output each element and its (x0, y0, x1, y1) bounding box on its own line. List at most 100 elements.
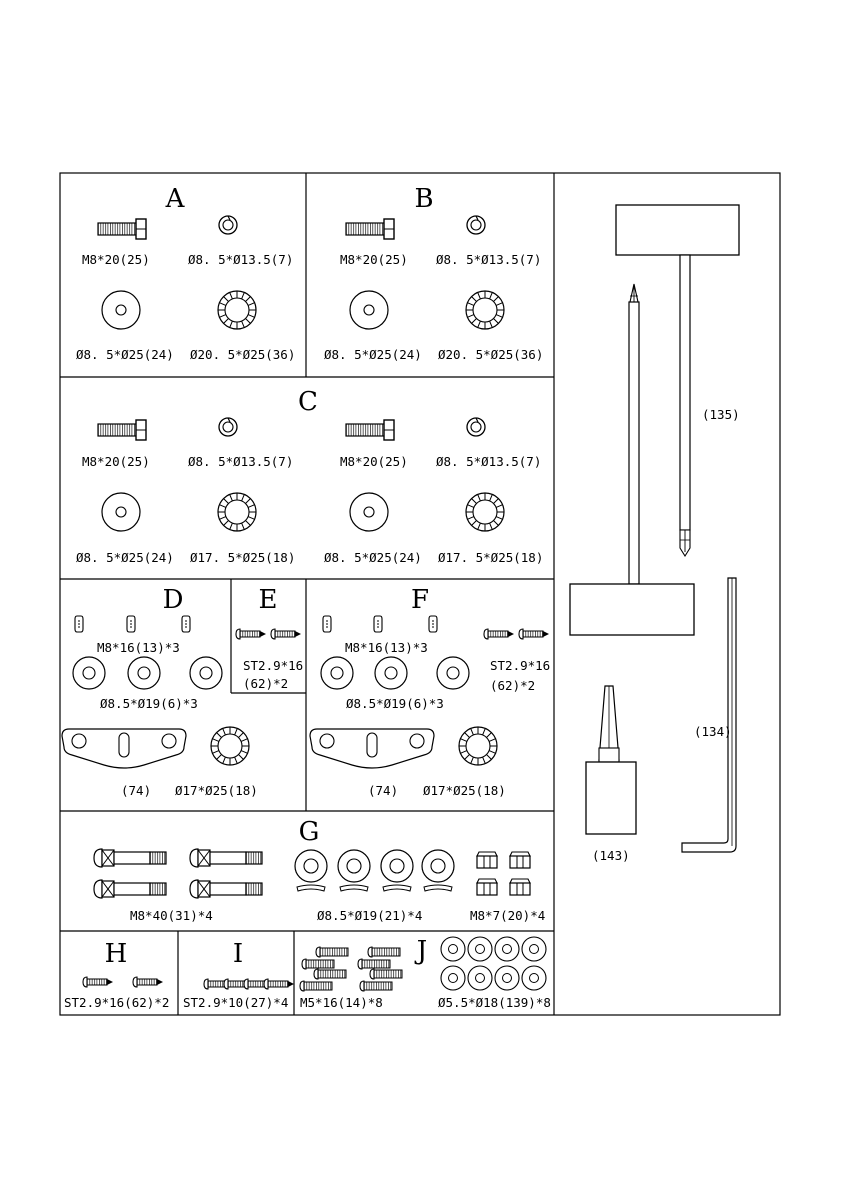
long-bolt-icon (189, 848, 263, 868)
washer-icon (521, 965, 547, 991)
screw-icon (483, 628, 515, 640)
part-label: Ø8. 5*Ø25(24) (324, 550, 422, 565)
small-bolt-icon (322, 615, 332, 633)
part-label: Ø17*Ø25(18) (423, 783, 506, 798)
part-label: Ø8. 5*Ø13.5(7) (188, 252, 293, 267)
box-g: G M8*40(31)*4 Ø8.5*Ø19(21)*4 M8*7(20)*4 (93, 817, 545, 923)
bolt-icon (97, 419, 147, 441)
part-label: M8*7(20)*4 (470, 908, 545, 923)
part-label: Ø8.5*Ø19(21)*4 (317, 908, 422, 923)
part-label: (74) (121, 783, 151, 798)
lock-washer-icon (218, 215, 238, 235)
box-letter: E (259, 585, 278, 615)
screwdriver-icon (615, 204, 740, 558)
small-bolt-icon (126, 615, 136, 633)
lock-washer-icon (466, 215, 486, 235)
bolt-icon (345, 419, 395, 441)
box-letter: C (298, 387, 318, 417)
small-screw-icon (315, 946, 349, 958)
part-label: ST2.9*16 (490, 658, 550, 673)
serrated-washer-icon (217, 492, 257, 532)
box-i: I ST2.9*10(27)*4 (183, 939, 295, 1010)
small-screw-icon (299, 980, 333, 992)
mounting-plate-icon (309, 728, 435, 769)
screw-icon (132, 976, 164, 988)
long-bolt-icon (93, 848, 167, 868)
box-letter: J (414, 936, 427, 966)
screw-icon (270, 628, 302, 640)
part-label: ST2.9*16(62)*2 (64, 995, 169, 1010)
part-label: ST2.9*16 (243, 658, 303, 673)
part-label: M8*20(25) (340, 252, 408, 267)
tool-label: (143) (592, 848, 630, 863)
part-label: Ø20. 5*Ø25(36) (190, 347, 295, 362)
part-label: (74) (368, 783, 398, 798)
small-bolt-icon (74, 615, 84, 633)
flat-washer-icon (320, 656, 354, 690)
box-j: J M5*16(14)*8 Ø5.5*Ø18(139)*8 (299, 936, 551, 1010)
serrated-washer-icon (465, 290, 505, 330)
small-bolt-icon (181, 615, 191, 633)
small-bolt-icon (373, 615, 383, 633)
box-e: E ST2.9*16 (62)*2 (235, 585, 303, 691)
long-bolt-icon (189, 879, 263, 899)
part-label: M8*16(13)*3 (97, 640, 180, 655)
washer-icon (440, 936, 466, 962)
small-screw-icon (313, 968, 347, 980)
glue-bottle-icon (585, 685, 637, 835)
part-label: (62)*2 (243, 676, 288, 691)
part-label: ST2.9*10(27)*4 (183, 995, 288, 1010)
part-label: Ø8. 5*Ø13.5(7) (188, 454, 293, 469)
flat-washer-icon (349, 290, 389, 330)
screw-icon (263, 978, 295, 990)
box-letter: G (299, 817, 320, 847)
lock-washer-icon (466, 417, 486, 437)
part-label: Ø17. 5*Ø25(18) (438, 550, 543, 565)
flat-washer-icon (101, 492, 141, 532)
part-label: M5*16(14)*8 (300, 995, 383, 1010)
part-label: M8*20(25) (82, 454, 150, 469)
part-label: M8*20(25) (82, 252, 150, 267)
part-label: Ø8.5*Ø19(6)*3 (346, 696, 444, 711)
nut-icon (476, 878, 498, 896)
small-screw-icon (369, 968, 403, 980)
box-letter: D (163, 585, 184, 615)
washer-icon (467, 965, 493, 991)
washer-icon (467, 936, 493, 962)
small-bolt-icon (428, 615, 438, 633)
washer-icon (421, 849, 455, 892)
serrated-washer-icon (210, 726, 250, 766)
small-screw-icon (301, 958, 335, 970)
mounting-plate-icon (61, 728, 187, 769)
washer-icon (337, 849, 371, 892)
screw-icon (235, 628, 267, 640)
box-letter: B (414, 184, 433, 214)
serrated-washer-icon (217, 290, 257, 330)
part-label: M8*16(13)*3 (345, 640, 428, 655)
lock-washer-icon (218, 417, 238, 437)
part-label: Ø8. 5*Ø13.5(7) (436, 454, 541, 469)
flat-washer-icon (101, 290, 141, 330)
allen-key-icon (681, 577, 737, 853)
box-letter: F (411, 585, 429, 615)
part-label: Ø5.5*Ø18(139)*8 (438, 995, 551, 1010)
washer-icon (494, 965, 520, 991)
washer-icon (494, 936, 520, 962)
screw-icon (518, 628, 550, 640)
washer-icon (521, 936, 547, 962)
part-label: M8*40(31)*4 (130, 908, 213, 923)
bolt-icon (345, 218, 395, 240)
part-label: (62)*2 (490, 678, 535, 693)
box-b: B M8*20(25) Ø8. 5*Ø13.5(7) Ø8. 5*Ø25(24)… (324, 184, 543, 362)
box-letter: H (105, 939, 128, 969)
nut-icon (509, 851, 531, 869)
part-label: Ø8. 5*Ø25(24) (76, 347, 174, 362)
small-screw-icon (367, 946, 401, 958)
part-label: Ø20. 5*Ø25(36) (438, 347, 543, 362)
tools-panel: (135) (134) (143) (569, 204, 740, 863)
washer-icon (440, 965, 466, 991)
bolt-icon (97, 218, 147, 240)
part-label: Ø8.5*Ø19(6)*3 (100, 696, 198, 711)
part-label: Ø17*Ø25(18) (175, 783, 258, 798)
